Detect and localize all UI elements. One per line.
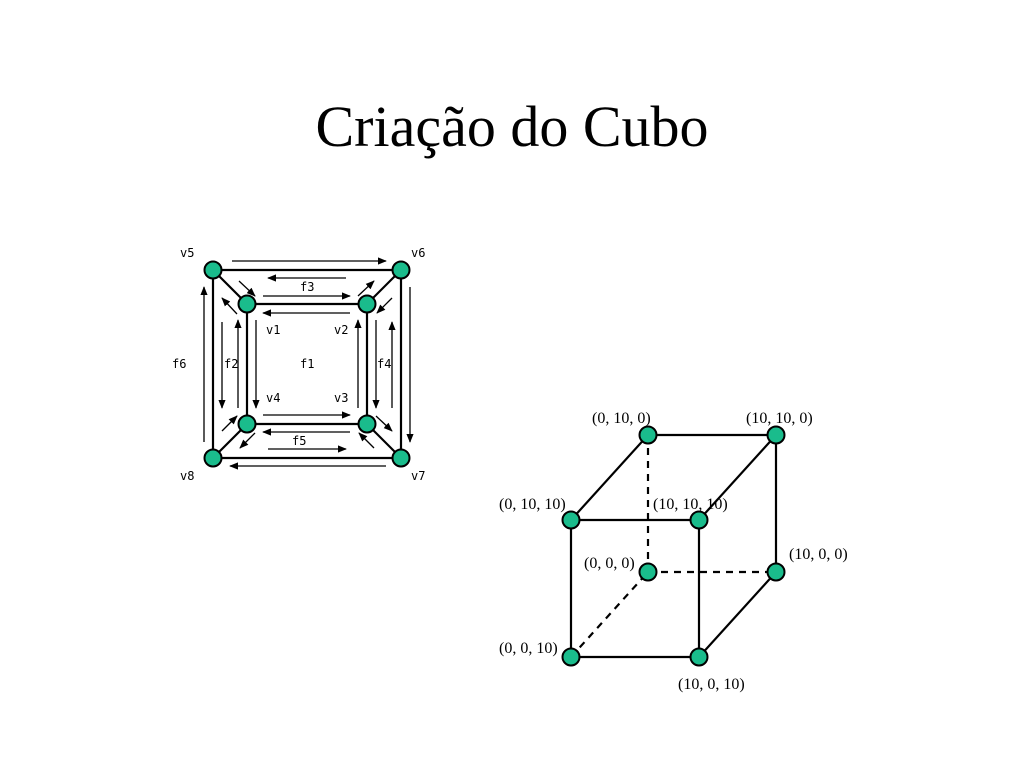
cube-vertex: [561, 510, 581, 530]
arrow: [221, 297, 238, 315]
label-v5: v5: [180, 246, 194, 260]
arrow: [375, 415, 393, 432]
arrow: [238, 280, 256, 297]
label-f6: f6: [172, 357, 186, 371]
label-v3: v3: [334, 391, 348, 405]
vertex-v8: [203, 448, 223, 468]
cube-coordinate-labels: (0, 10, 0) (10, 10, 0) (0, 10, 10) (10, …: [499, 410, 848, 693]
label-v1: v1: [266, 323, 280, 337]
arrow: [376, 297, 393, 314]
vertex-v2: [357, 294, 377, 314]
hidden-edge-bottom-left-depth: [570, 571, 649, 658]
arrow: [239, 432, 256, 449]
vertex-labels: v5 v6 v7 v8 v1 v2 v3 v4: [180, 246, 425, 483]
cube-vertices: [561, 425, 786, 667]
cube-edges: [569, 433, 778, 659]
planar-graph: v5 v6 v7 v8 v1 v2 v3 v4 f1 f2 f3 f4 f5 f…: [172, 246, 425, 483]
cube-vertex: [689, 647, 709, 667]
vertex-v4: [237, 414, 257, 434]
coord-label: (10, 10, 0): [746, 410, 813, 427]
label-v8: v8: [180, 469, 194, 483]
label-v4: v4: [266, 391, 280, 405]
cube-vertex: [638, 425, 658, 445]
edge-bottom-right-depth: [698, 571, 777, 658]
cube-vertex: [766, 425, 786, 445]
coord-label: (0, 10, 0): [592, 410, 651, 427]
label-f1: f1: [300, 357, 314, 371]
graph-vertices: [203, 260, 411, 468]
vertex-v3: [357, 414, 377, 434]
label-v2: v2: [334, 323, 348, 337]
coord-label: (10, 0, 0): [789, 546, 848, 563]
cube-vertex: [689, 510, 709, 530]
label-f2: f2: [224, 357, 238, 371]
edge-top-right-depth: [698, 434, 777, 521]
coord-label: (0, 10, 10): [499, 496, 566, 513]
vertex-v5: [203, 260, 223, 280]
cube-3d: (0, 10, 0) (10, 10, 0) (0, 10, 10) (10, …: [499, 410, 848, 693]
slide-title: Criação do Cubo: [315, 94, 709, 159]
edge-top-left-depth: [570, 434, 649, 521]
cube-vertex: [561, 647, 581, 667]
vertex-v7: [391, 448, 411, 468]
cube-vertex: [638, 562, 658, 582]
half-edge-arrows: [200, 257, 414, 470]
coord-label: (10, 0, 10): [678, 676, 745, 693]
coord-label: (10, 10, 10): [653, 496, 728, 513]
label-v6: v6: [411, 246, 425, 260]
label-f4: f4: [377, 357, 391, 371]
arrow: [358, 432, 375, 449]
coord-label: (0, 0, 10): [499, 640, 558, 657]
label-f3: f3: [300, 280, 314, 294]
coord-label: (0, 0, 0): [584, 555, 635, 572]
label-f5: f5: [292, 434, 306, 448]
face-labels: f1 f2 f3 f4 f5 f6: [172, 280, 391, 448]
cube-vertex: [766, 562, 786, 582]
arrow: [221, 415, 238, 432]
vertex-v6: [391, 260, 411, 280]
arrow: [357, 280, 375, 297]
vertex-v1: [237, 294, 257, 314]
label-v7: v7: [411, 469, 425, 483]
